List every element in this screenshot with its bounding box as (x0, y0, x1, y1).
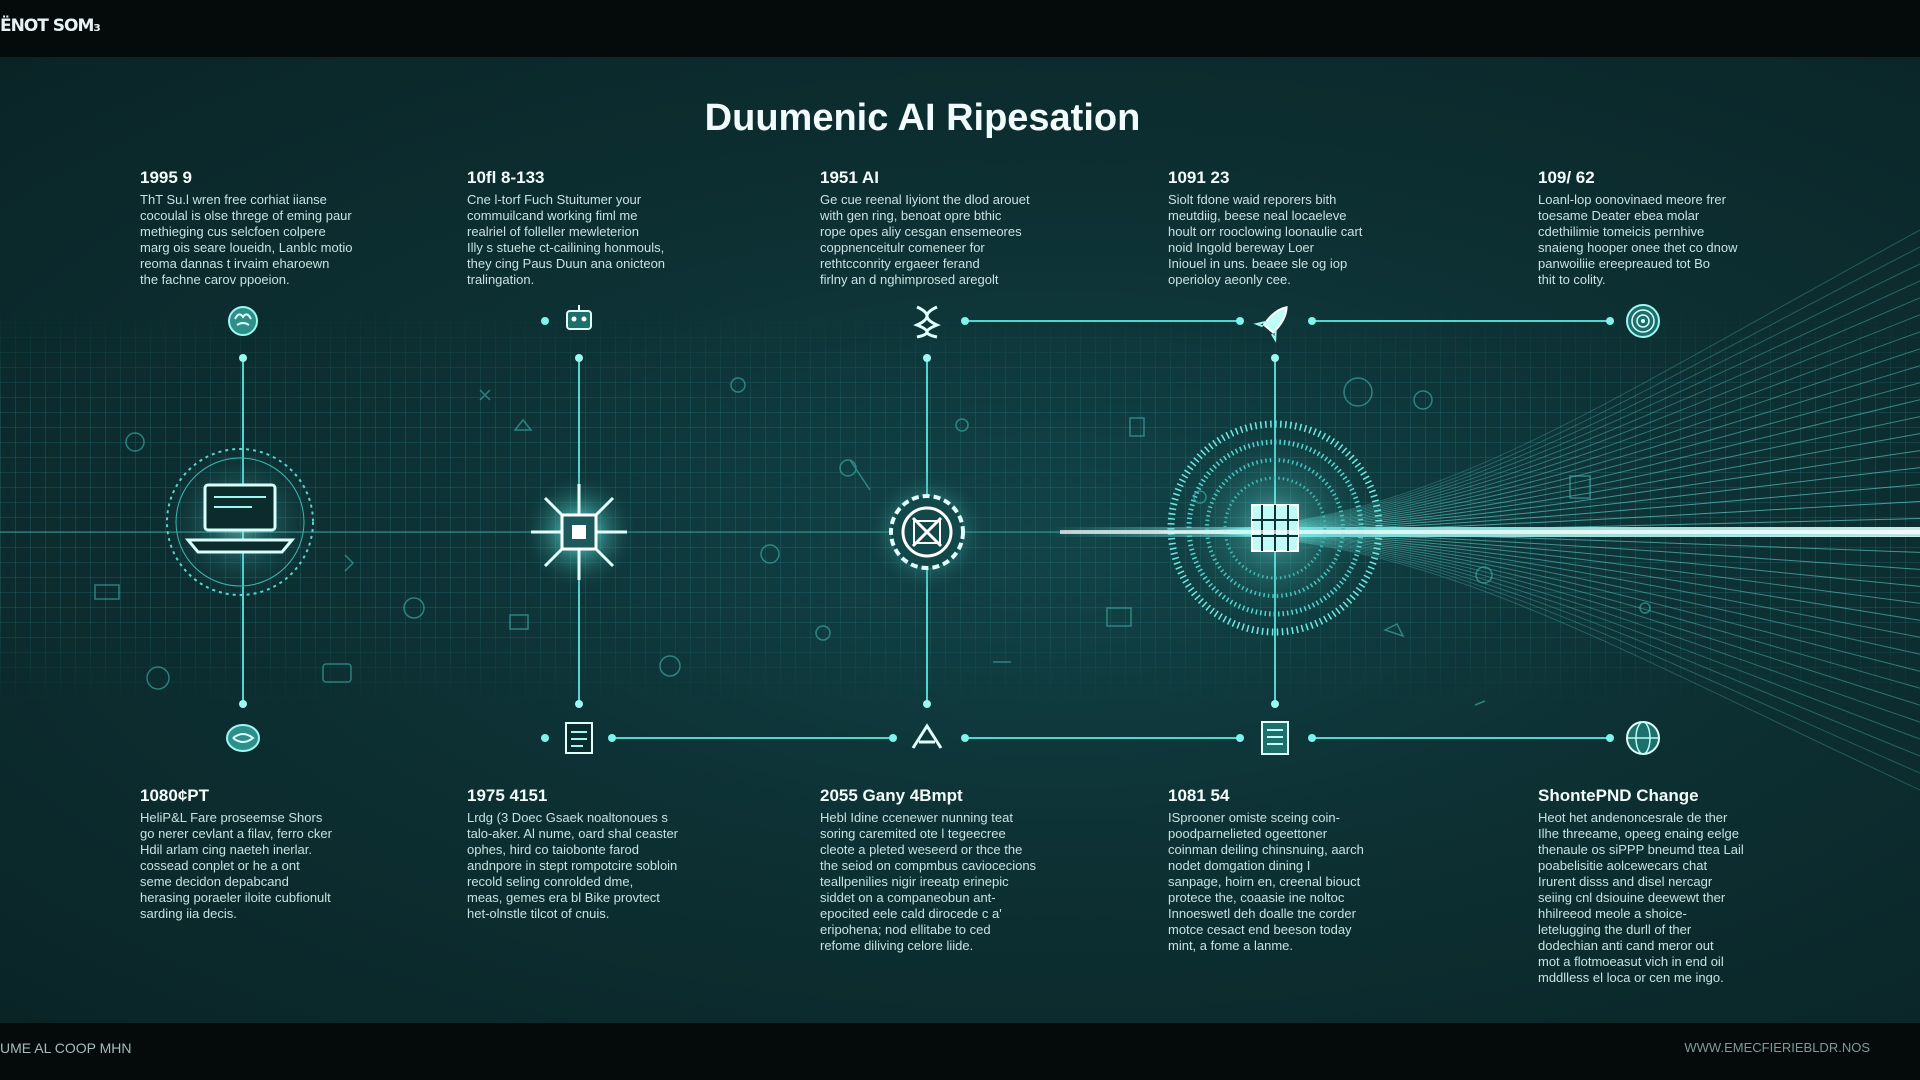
rail-dot (1606, 317, 1614, 325)
stem-dot (923, 354, 931, 362)
entry-year: 1091 23 (1168, 168, 1230, 187)
top-bar-label: ЁNOT SOM₃ (0, 16, 101, 36)
entry-year: 109/ 62 (1538, 168, 1595, 187)
entry-description: Heot het andenoncesrale de ther Ilhe thr… (1538, 810, 1744, 985)
stem-dot (1271, 700, 1279, 708)
rail-dot (1236, 734, 1244, 742)
rail-dot (961, 317, 969, 325)
entry-description: Ge cue reenal Iiyiont the dlod arouet wi… (820, 192, 1030, 287)
stem-dot (1271, 354, 1279, 362)
stem-dot (575, 354, 583, 362)
rail-dot (1308, 317, 1316, 325)
entry-description: Siolt fdone waid reporers bith meutdiig,… (1168, 192, 1363, 287)
rail-dot (1236, 317, 1244, 325)
stem-dot (239, 700, 247, 708)
book-icon (1261, 721, 1289, 755)
page-title: Duumenic AI Ripesation (704, 97, 1141, 139)
timeline-entry-top-2: 10fl 8-133 Cne l-torf Fuch Stuitumer you… (467, 168, 707, 288)
entry-description: Cne l-torf Fuch Stuitumer your commuilca… (467, 192, 666, 287)
fingerprint-icon (1626, 304, 1660, 338)
stem-dot (239, 354, 247, 362)
bottom-bar: UME AL COOP MHN WWW.EMECFIERIEBLDR.NOS (0, 1023, 1920, 1080)
timeline-entry-top-4: 1091 23 Siolt fdone waid reporers bith m… (1168, 168, 1408, 288)
rail-dot (1606, 734, 1614, 742)
rocket-icon (1253, 305, 1288, 343)
brain-icon (228, 306, 258, 336)
entry-description: Hebl Idine ccenewer nunning teat soring … (820, 810, 1037, 953)
stem-dot (923, 700, 931, 708)
timeline-entry-bottom-2: 1975 4151 Lrdg (3 Doec Gsaek noaltonoues… (467, 786, 707, 922)
entry-year: 1080¢PT (140, 786, 209, 805)
decorative-glyphs (94, 377, 1651, 706)
entry-year: 1995 9 (140, 168, 192, 187)
timeline-entry-top-1: 1995 9 ThT Su.l wren free corhiat iianse… (140, 168, 380, 288)
entry-year: 10fl 8-133 (467, 168, 545, 187)
rail-dot (961, 734, 969, 742)
stem-dot (575, 700, 583, 708)
entry-year: 2055 Gany 4Bmpt (820, 786, 963, 805)
entry-description: ThT Su.l wren free corhiat iianse cocoul… (140, 192, 353, 287)
timeline-entry-bottom-1: 1080¢PT HeliP&L Fare proseemse Shors go … (140, 786, 380, 922)
globe-brain-icon (226, 724, 260, 752)
entry-description: Loanl-lop oonovinaed meore frer toesame … (1538, 192, 1738, 287)
rail-dot (1308, 734, 1316, 742)
timeline-entry-bottom-5: ShontePND Change Heot het andenoncesrale… (1538, 786, 1778, 986)
entry-description: Lrdg (3 Doec Gsaek noaltonoues s talo-ak… (467, 810, 679, 921)
entry-year: 1081 54 (1168, 786, 1230, 805)
footer-website: WWW.EMECFIERIEBLDR.NOS (1684, 1040, 1870, 1055)
timeline-entry-top-5: 109/ 62 Loanl-lop oonovinaed meore frer … (1538, 168, 1778, 288)
rail-dot (541, 734, 549, 742)
rail-dot (608, 734, 616, 742)
core-beam-highlight (1060, 530, 1920, 534)
laptop-icon (162, 444, 318, 600)
gear-core-icon (865, 470, 989, 594)
top-bar: ЁNOT SOM₃ (0, 0, 1920, 57)
globe-icon (1626, 721, 1660, 755)
data-stream-fan (1159, 229, 1920, 791)
timeline-entry-bottom-4: 1081 54 ISprooner omiste sceing coin- po… (1168, 786, 1408, 954)
tools-icon (911, 723, 943, 749)
entry-description: ISprooner omiste sceing coin- poodparnel… (1168, 810, 1364, 953)
timeline-entry-bottom-3: 2055 Gany 4Bmpt Hebl Idine ccenewer nunn… (820, 786, 1060, 954)
rail-dot (541, 317, 549, 325)
entry-year: 1951 AI (820, 168, 879, 187)
chip-burst-icon (519, 472, 639, 592)
entry-year: ShontePND Change (1538, 786, 1699, 805)
robot-icon (566, 305, 592, 330)
neural-chip-icon (1167, 420, 1383, 636)
timeline-entry-top-3: 1951 AI Ge cue reenal Iiyiont the dlod a… (820, 168, 1060, 288)
entry-year: 1975 4151 (467, 786, 548, 805)
entry-description: HeliP&L Fare proseemse Shors go nerer ce… (140, 810, 332, 921)
document-icon (565, 722, 593, 754)
dna-icon (913, 305, 941, 339)
footer-left-label: UME AL COOP MHN (0, 1040, 132, 1056)
rail-dot (889, 734, 897, 742)
